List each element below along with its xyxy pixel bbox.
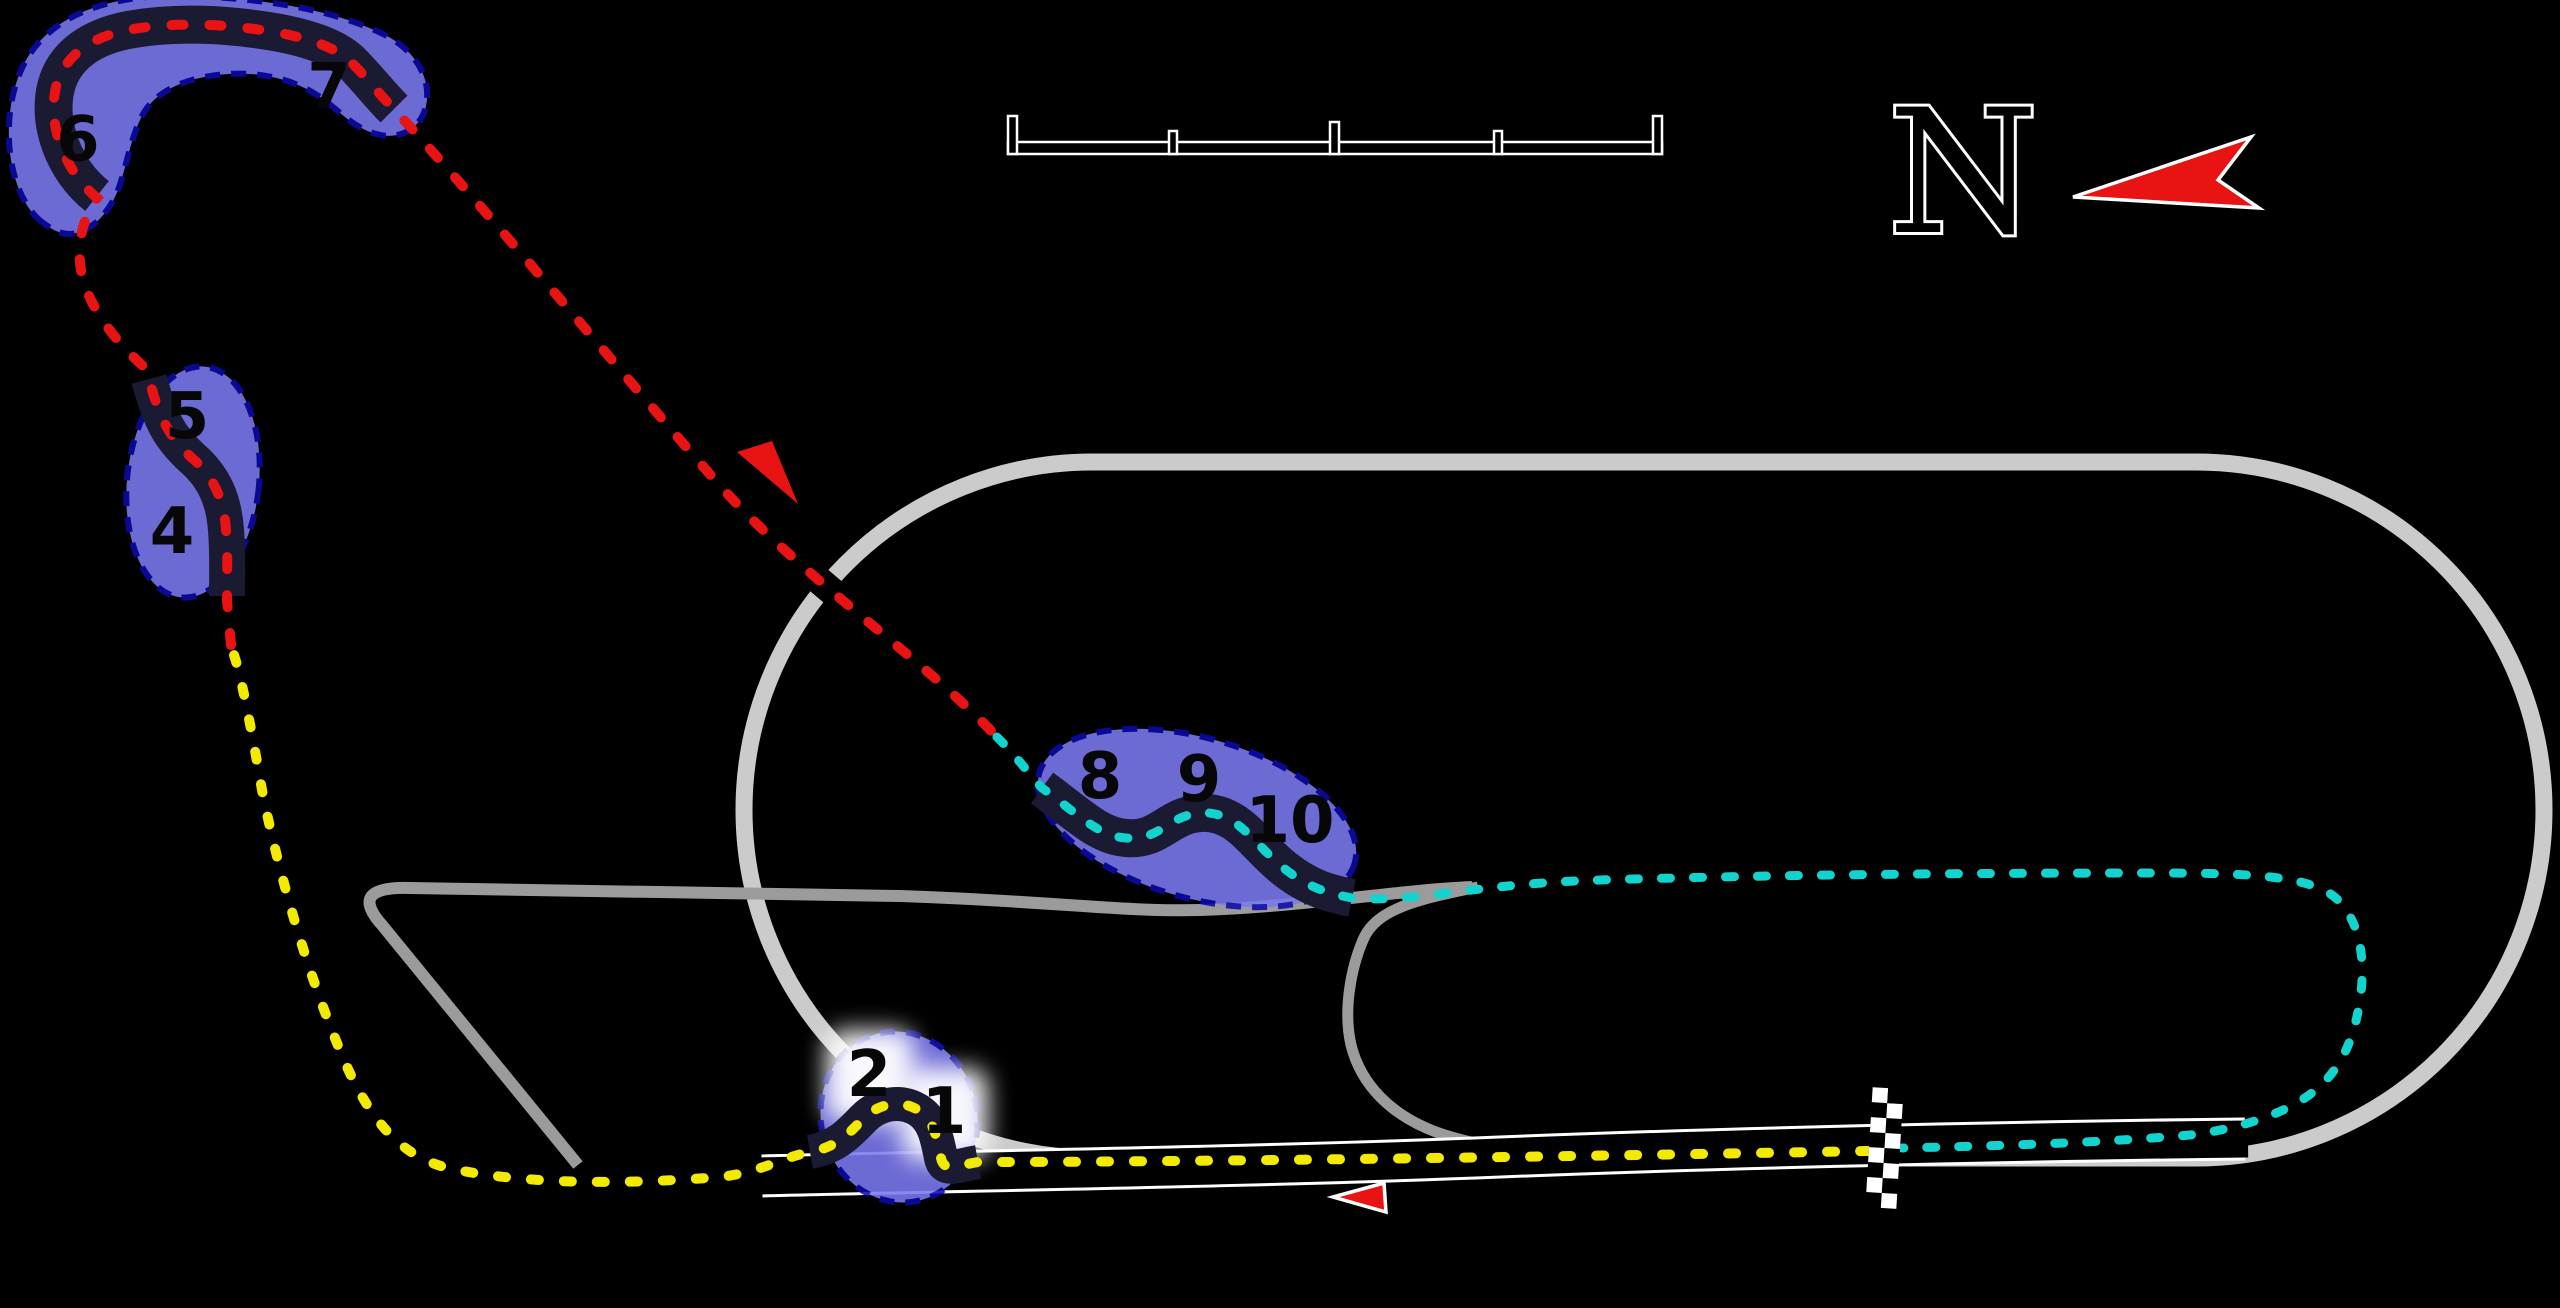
corner-label-4: 4: [150, 495, 195, 569]
compass-north-letter: N: [1888, 72, 2039, 273]
corner-label-10: 10: [1245, 784, 1334, 858]
corner-label-5: 5: [165, 380, 210, 454]
sector-2-route: [48, 19, 1002, 742]
north-arrow-icon: [2072, 133, 2266, 211]
corner-label-8: 8: [1078, 740, 1123, 814]
corner-label-7: 7: [307, 50, 350, 123]
route-direction-arrow-west-icon: [1326, 1180, 1388, 1215]
corner-label-9: 9: [1177, 743, 1222, 817]
checkered-flag-icon: [1865, 1087, 1904, 1209]
corner-label-1: 1: [922, 1075, 967, 1149]
route-direction-arrow-southeast-icon: [737, 441, 798, 504]
sector-1-route: [228, 647, 1873, 1187]
map-scale-bar: [1006, 114, 1664, 156]
corner-label-6: 6: [56, 103, 99, 176]
service-road: [363, 881, 1473, 1169]
corner-label-2: 2: [847, 1038, 892, 1112]
